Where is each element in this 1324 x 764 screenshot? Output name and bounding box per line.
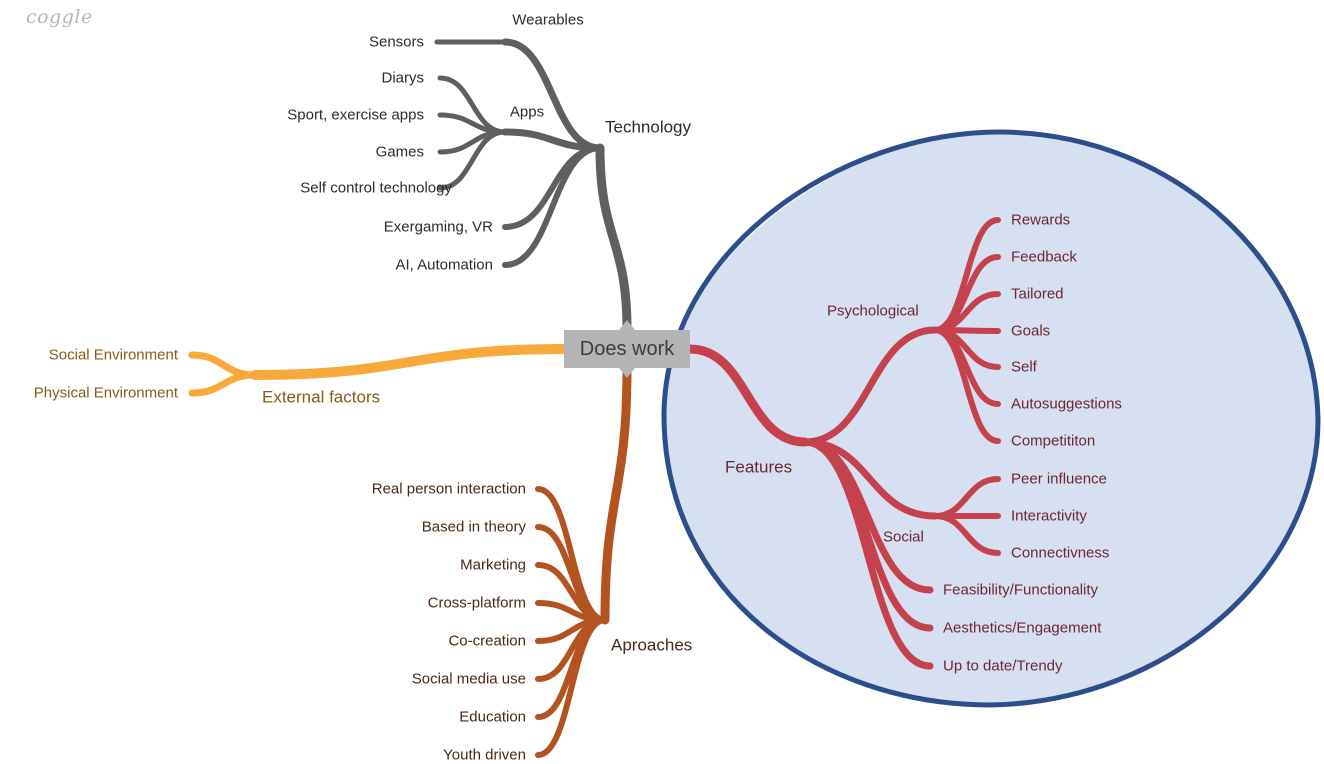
node-diarys[interactable]: Diarys [381,69,424,87]
node-tailored[interactable]: Tailored [1011,285,1064,303]
branch-social-environment [188,351,259,379]
node-self[interactable]: Self [1011,358,1037,376]
node-sensors[interactable]: Sensors [368,33,424,51]
node-cross-platform[interactable]: Cross-platform [427,594,526,612]
branch-approach-child-0 [535,486,608,623]
node-co-creation[interactable]: Co-creation [448,632,526,650]
branch-apps-child-3 [437,129,508,191]
node-education[interactable]: Education [459,708,526,726]
root-node[interactable]: Does work [564,320,690,378]
branch-psychological [801,326,939,446]
branch-external-factors [250,344,569,380]
node-ai-automation[interactable]: AI, Automation [395,256,493,274]
node-youth-driven[interactable]: Youth driven [443,746,526,764]
node-feedback[interactable]: Feedback [1011,248,1077,266]
coggle-logo: coggle [26,6,93,28]
branch-ai-automation [502,145,603,268]
branch-apps-child-1 [437,112,508,135]
branch-feature-child-2 [801,438,934,670]
branch-exergaming-vr [502,145,603,230]
node-aproaches[interactable]: Aproaches [611,635,693,655]
branch-features [685,344,810,447]
node-interactivity[interactable]: Interactivity [1011,507,1087,525]
node-autosuggestions[interactable]: Autosuggestions [1011,395,1122,413]
node-goals[interactable]: Goals [1011,322,1051,340]
node-peer-influence[interactable]: Peer influence [1011,470,1107,488]
branch-apps [501,128,604,152]
node-social-environment[interactable]: Social Environment [48,346,178,364]
branch-technology [595,143,632,335]
node-connectivness[interactable]: Connectivness [1011,544,1110,562]
highlight-circle-outline [661,129,1321,708]
highlight-circle [663,130,1319,705]
node-sport-exercise-apps[interactable]: Sport, exercise apps [287,106,424,124]
node-social-media-use[interactable]: Social media use [411,670,526,688]
branch-physical-environment [188,371,259,397]
branch-social-child-2 [932,513,1001,556]
node-physical-environment[interactable]: Physical Environment [33,384,178,402]
node-self-control-technology[interactable]: Self control technology [300,179,452,197]
branch-psych-child-6 [932,327,1001,444]
node-exergaming-vr[interactable]: Exergaming, VR [383,218,493,236]
branch-approach-child-7 [535,617,608,758]
node-aesthetics-engagement[interactable]: Aesthetics/Engagement [943,619,1102,637]
node-marketing[interactable]: Marketing [460,556,526,574]
node-based-in-theory[interactable]: Based in theory [421,518,526,536]
node-rewards[interactable]: Rewards [1011,211,1071,229]
node-wearables[interactable]: Wearables [512,11,584,29]
node-features[interactable]: Features [725,457,793,477]
node-social[interactable]: Social [883,528,924,546]
branch-aproaches [600,363,632,625]
branch-approach-child-6 [535,617,608,720]
node-external-factors[interactable]: External factors [262,387,381,407]
node-feasibility-functionality[interactable]: Feasibility/Functionality [943,581,1099,599]
node-real-person-interaction[interactable]: Real person interaction [371,480,526,498]
branch-wearables [501,38,604,152]
node-games[interactable]: Games [375,143,424,161]
node-up-to-date-trendy[interactable]: Up to date/Trendy [943,657,1063,675]
node-technology[interactable]: Technology [605,117,692,137]
node-apps[interactable]: Apps [509,103,545,121]
node-competititon[interactable]: Competititon [1011,432,1096,450]
node-psychological[interactable]: Psychological [827,302,919,320]
